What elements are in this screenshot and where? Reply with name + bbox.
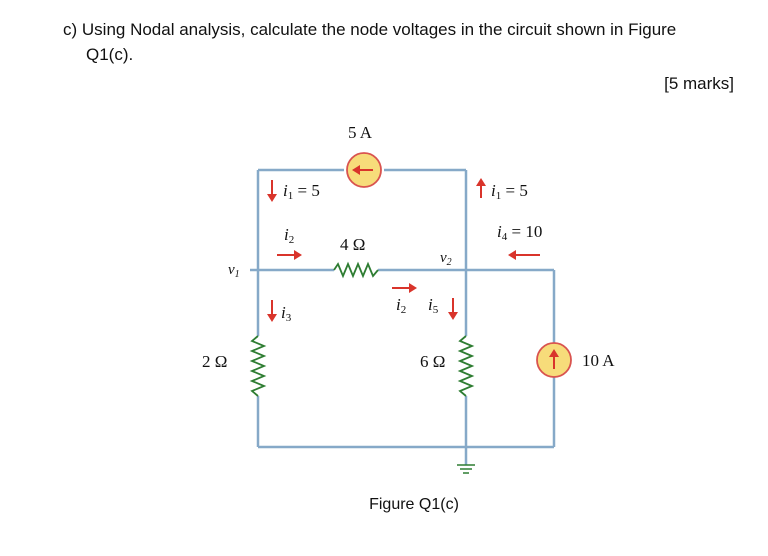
arrow-i2-top-icon [277,250,302,260]
label-i4: i4 = 10 [497,222,542,243]
wires [250,168,556,465]
arrow-i1-left-icon [267,180,277,202]
label-i1-left: i1 = 5 [283,181,320,202]
label-node-v1: v1 [228,262,240,280]
current-source-10a [536,342,572,378]
marks-label: [5 marks] [664,74,734,93]
ground-icon [457,464,475,474]
label-i3: i3 [281,303,292,324]
label-source-10a: 10 A [582,351,615,370]
resistor-6ohm [457,335,475,397]
label-i2-top: i2 [284,225,294,246]
current-source-5a [346,152,382,188]
label-i1-right: i1 = 5 [491,181,528,202]
arrow-i5-icon [448,298,458,320]
arrow-i2-mid-icon [392,283,417,293]
label-resistor-6ohm: 6 Ω [420,352,445,371]
label-i2-mid: i2 [396,295,406,316]
label-i5: i5 [428,295,439,316]
label-resistor-2ohm: 2 Ω [202,352,227,371]
figure-caption: Figure Q1(c) [369,496,459,513]
question-line-1: c) Using Nodal analysis, calculate the n… [63,20,677,39]
label-source-5a: 5 A [348,123,373,142]
arrow-i1-right-icon [476,178,486,198]
resistor-2ohm [249,335,267,397]
label-node-v2: v2 [440,250,452,268]
arrow-i4-icon [508,250,540,260]
arrow-i3-icon [267,300,277,322]
question-line-2: Q1(c). [86,45,134,64]
label-resistor-4ohm: 4 Ω [340,235,365,254]
resistor-4ohm [333,261,379,279]
